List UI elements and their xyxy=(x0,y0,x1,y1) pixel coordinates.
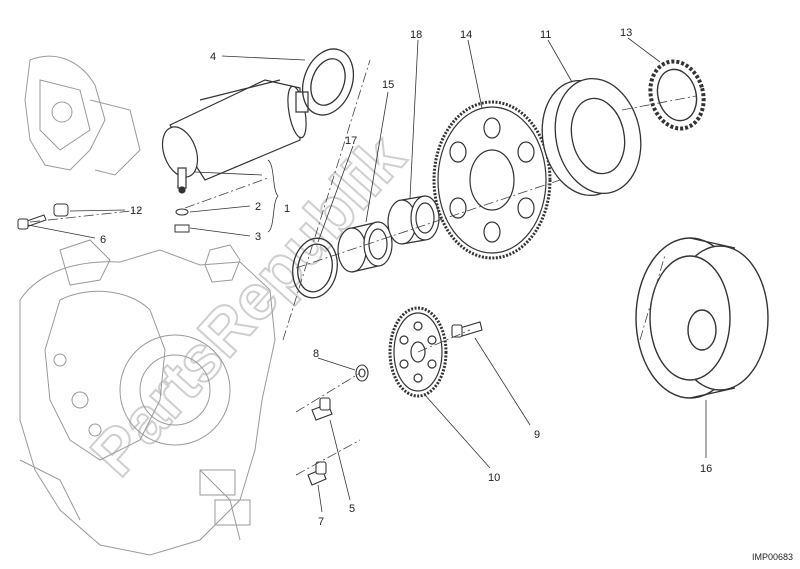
callout-3: 3 xyxy=(255,231,261,243)
callout-17: 17 xyxy=(345,135,357,147)
washer xyxy=(355,364,369,382)
flywheel xyxy=(635,237,769,399)
callout-2: 2 xyxy=(255,201,261,213)
starter-motor xyxy=(161,79,309,194)
callout-15: 15 xyxy=(382,79,394,91)
callout-10: 10 xyxy=(488,472,500,484)
idler-pin xyxy=(451,321,483,338)
freewheel-housing xyxy=(541,77,642,197)
engine-crankcase xyxy=(19,55,276,556)
freewheel-cage xyxy=(648,59,706,131)
image-code: IMP00683 xyxy=(752,552,793,562)
callout-13: 13 xyxy=(620,27,632,39)
starter-hardware xyxy=(17,203,190,233)
callout-14: 14 xyxy=(460,29,472,41)
callout-12: 12 xyxy=(130,205,142,217)
callout-labels: 1 2 3 4 5 6 7 8 9 10 11 12 13 14 15 16 1… xyxy=(100,27,712,528)
starter-gasket xyxy=(301,48,355,116)
callout-6: 6 xyxy=(100,234,106,246)
starter-gear-large xyxy=(432,100,552,260)
callout-9: 9 xyxy=(534,429,540,441)
callout-7: 7 xyxy=(318,516,324,528)
callout-leaders xyxy=(27,37,707,513)
callout-4: 4 xyxy=(210,51,216,63)
callout-1: 1 xyxy=(284,203,290,215)
watermark: PartsRepublik xyxy=(77,121,419,489)
gear-bush xyxy=(387,195,440,245)
callout-8: 8 xyxy=(313,348,319,360)
needle-bearing xyxy=(337,221,393,273)
callout-11: 11 xyxy=(540,29,551,41)
mounting-screws xyxy=(307,397,333,486)
callout-18: 18 xyxy=(410,29,422,41)
assembly-axis-lines xyxy=(29,59,697,476)
callout-5: 5 xyxy=(349,503,355,515)
spacer-ring xyxy=(292,237,338,299)
callout-16: 16 xyxy=(700,463,712,475)
